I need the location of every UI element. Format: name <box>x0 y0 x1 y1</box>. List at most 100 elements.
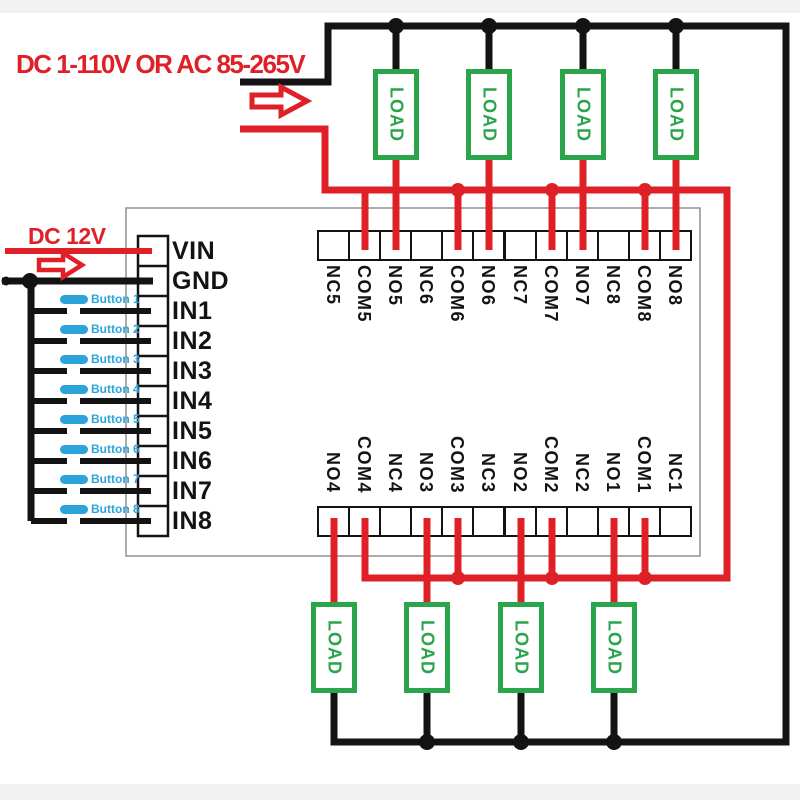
load-no-wires-bottom <box>330 518 618 606</box>
button-row-wires <box>31 308 151 524</box>
push-button-icon <box>60 325 88 334</box>
pin-label-in2: IN2 <box>172 327 213 355</box>
terminal-label-no2: NO2 <box>510 452 530 494</box>
load-label: LOAD <box>417 620 438 675</box>
terminal-label-nc3: NC3 <box>478 453 498 494</box>
junction-dot <box>545 183 559 197</box>
load-box: LOAD <box>404 602 450 693</box>
load-box: LOAD <box>591 602 637 693</box>
pin-label-gnd: GND <box>172 267 230 295</box>
push-button-icon <box>60 415 88 424</box>
terminal-label-no6: NO6 <box>478 265 498 307</box>
load-label: LOAD <box>324 620 345 675</box>
junction-dot <box>22 273 38 289</box>
pin-label-in5: IN5 <box>172 417 213 445</box>
load-label: LOAD <box>666 87 687 142</box>
junction-dot <box>606 734 622 750</box>
dc-input-label: DC 12V <box>28 223 106 249</box>
junction-dot <box>451 183 465 197</box>
pin-label-in7: IN7 <box>172 477 213 505</box>
com-taps-bottom <box>454 518 649 578</box>
terminal-label-com7: COM7 <box>541 265 561 324</box>
terminal-label-nc7: NC7 <box>510 265 530 306</box>
terminal-label-com1: COM1 <box>634 435 654 494</box>
button-label: Button 6 <box>91 442 140 456</box>
load-label: LOAD <box>479 87 500 142</box>
terminal-label-nc5: NC5 <box>323 265 343 306</box>
neutral-wire <box>240 22 790 746</box>
junction-dot <box>638 183 652 197</box>
button-label: Button 1 <box>91 292 140 306</box>
load-box: LOAD <box>311 602 357 693</box>
load-label: LOAD <box>386 87 407 142</box>
load-box: LOAD <box>498 602 544 693</box>
load-neutral-stubs-top <box>392 26 680 70</box>
button-label: Button 2 <box>91 322 140 336</box>
junction-dot <box>419 734 435 750</box>
junction-dot <box>638 571 652 585</box>
terminal-label-com8: COM8 <box>634 265 654 324</box>
load-label: LOAD <box>511 620 532 675</box>
load-box: LOAD <box>560 69 606 160</box>
terminal-label-no7: NO7 <box>572 265 592 307</box>
arrow-right-icon <box>36 248 87 282</box>
terminal-label-no5: NO5 <box>385 265 405 307</box>
button-label: Button 7 <box>91 472 140 486</box>
load-no-wires-top <box>392 156 680 250</box>
push-button-icon <box>60 505 88 514</box>
push-button-icon <box>60 385 88 394</box>
pin-label-in3: IN3 <box>172 357 213 385</box>
terminal-block-bottom <box>317 506 692 537</box>
pin-label-in8: IN8 <box>172 507 213 535</box>
load-box: LOAD <box>373 69 419 160</box>
push-button-icon <box>60 445 88 454</box>
junction-dot <box>388 18 404 34</box>
terminal-label-no3: NO3 <box>416 452 436 494</box>
terminal-label-no4: NO4 <box>323 452 343 494</box>
terminal-label-nc6: NC6 <box>416 265 436 306</box>
terminal-label-no8: NO8 <box>665 265 685 307</box>
button-label: Button 5 <box>91 412 140 426</box>
button-label: Button 4 <box>91 382 140 396</box>
terminal-block-top <box>317 230 692 261</box>
junction-dot <box>481 18 497 34</box>
load-neutral-stubs-bottom <box>423 692 618 742</box>
junction-dot <box>668 18 684 34</box>
com-taps-top <box>361 190 649 250</box>
load-label: LOAD <box>573 87 594 142</box>
relay-board-outline <box>125 207 701 557</box>
top-gray-band <box>0 0 800 13</box>
live-wire <box>240 125 731 582</box>
terminal-label-nc8: NC8 <box>603 265 623 306</box>
button-label: Button 3 <box>91 352 140 366</box>
pin-label-in4: IN4 <box>172 387 213 415</box>
bottom-gray-band <box>0 784 800 800</box>
load-box: LOAD <box>653 69 699 160</box>
junction-dot <box>545 571 559 585</box>
junction-dot <box>451 571 465 585</box>
push-button-icon <box>60 475 88 484</box>
terminal-label-com3: COM3 <box>447 435 467 494</box>
terminal-label-com2: COM2 <box>541 435 561 494</box>
push-button-icon <box>60 295 88 304</box>
arrow-right-icon <box>249 82 313 120</box>
terminal-label-com6: COM6 <box>447 265 467 324</box>
pin-label-in1: IN1 <box>172 297 213 325</box>
load-label: LOAD <box>604 620 625 675</box>
mains-voltage-label: DC 1-110V OR AC 85-265V <box>16 49 306 79</box>
terminal-label-nc1: NC1 <box>665 453 685 494</box>
push-button-icon <box>60 355 88 364</box>
pin-label-vin: VIN <box>172 237 216 265</box>
terminal-label-nc2: NC2 <box>572 453 592 494</box>
junction-dot <box>575 18 591 34</box>
pin-label-in6: IN6 <box>172 447 213 475</box>
terminal-label-no1: NO1 <box>603 452 623 494</box>
button-label: Button 8 <box>91 502 140 516</box>
junction-dot <box>513 734 529 750</box>
terminal-label-nc4: NC4 <box>385 453 405 494</box>
load-box: LOAD <box>466 69 512 160</box>
wire-end-cap <box>1 276 11 286</box>
terminal-label-com5: COM5 <box>354 265 374 324</box>
